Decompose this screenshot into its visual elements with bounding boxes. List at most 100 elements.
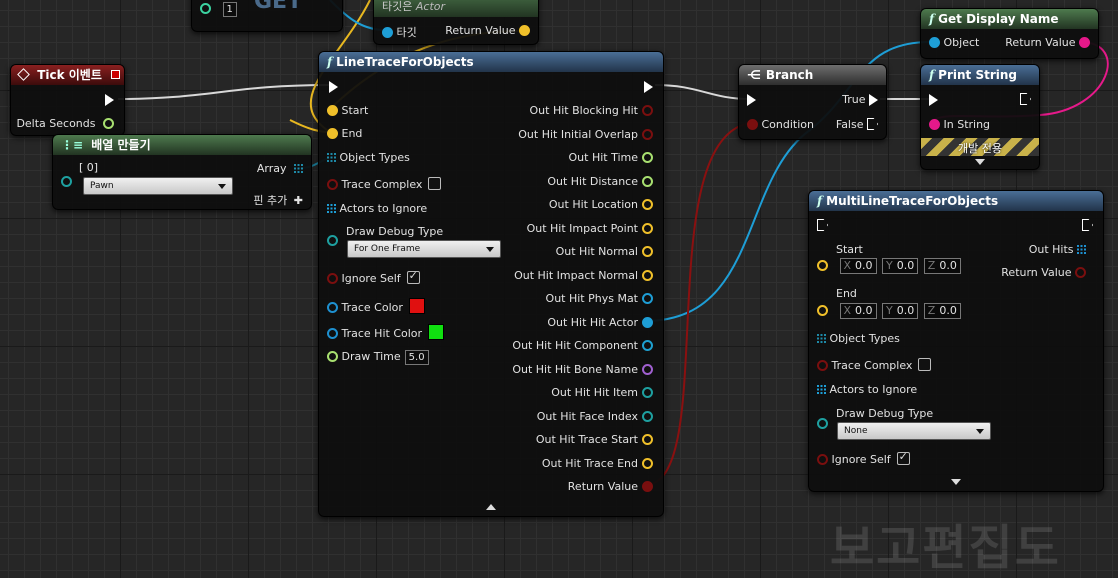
multi-draw-debug-dropdown[interactable]: None bbox=[837, 422, 991, 440]
in-string-label: In String bbox=[943, 118, 991, 131]
multi-end-pin[interactable] bbox=[817, 305, 828, 316]
array-get-node[interactable]: 1 GET bbox=[191, 0, 343, 32]
trace-hit-color-pin[interactable] bbox=[327, 328, 338, 339]
condition-pin[interactable] bbox=[747, 119, 758, 130]
trace-complex-checkbox[interactable] bbox=[428, 177, 442, 190]
array-element-pin[interactable] bbox=[61, 176, 72, 187]
output-pin[interactable] bbox=[642, 269, 653, 281]
multi-trace-complex-checkbox[interactable] bbox=[918, 358, 932, 371]
trace-color-swatch[interactable] bbox=[408, 298, 425, 314]
output-pin[interactable] bbox=[642, 128, 653, 140]
output-pin[interactable] bbox=[642, 434, 653, 445]
print-exec-out[interactable] bbox=[1020, 93, 1031, 105]
output-pin[interactable] bbox=[642, 410, 653, 422]
expand-arrow-icon[interactable] bbox=[951, 479, 961, 485]
output-pin[interactable] bbox=[642, 481, 653, 492]
ignore-self-pin[interactable] bbox=[327, 273, 338, 284]
branch-exec-in[interactable] bbox=[747, 94, 756, 106]
multi-exec-in[interactable] bbox=[817, 219, 828, 231]
multi-ignore-self-checkbox[interactable] bbox=[896, 450, 910, 465]
multi-ignore-self-label: Ignore Self bbox=[831, 453, 891, 466]
draw-debug-pin[interactable] bbox=[327, 235, 338, 246]
output-row: Out Hit Impact Point bbox=[527, 222, 653, 235]
start-pin[interactable] bbox=[327, 105, 338, 116]
multi-return-pin[interactable] bbox=[1075, 267, 1086, 278]
add-pin-button[interactable]: 핀 추가 ✚ bbox=[253, 194, 303, 207]
output-pin[interactable] bbox=[642, 363, 653, 375]
object-pin[interactable] bbox=[929, 37, 940, 48]
draw-debug-dropdown[interactable]: For One Frame bbox=[347, 240, 501, 258]
in-string-pin[interactable] bbox=[929, 119, 940, 130]
trace-complex-pin[interactable] bbox=[327, 179, 338, 190]
tick-exec-out[interactable] bbox=[105, 94, 114, 106]
multi-start-label: Start bbox=[836, 243, 863, 256]
trace-color-pin[interactable] bbox=[327, 302, 338, 313]
ignore-self-checkbox[interactable] bbox=[406, 269, 420, 284]
output-pin[interactable] bbox=[642, 457, 653, 469]
end-pin[interactable] bbox=[327, 128, 338, 139]
draw-time-pin[interactable] bbox=[327, 351, 338, 362]
cast-return-pin[interactable] bbox=[519, 25, 530, 36]
make-array-node[interactable]: ⋮≡ 배열 만들기 [ 0] Pawn Array 핀 추가 ✚ bbox=[52, 134, 312, 210]
exec-out-pin[interactable] bbox=[644, 81, 653, 93]
array-output-pin[interactable] bbox=[294, 164, 303, 173]
output-pin[interactable] bbox=[642, 316, 653, 328]
get-display-name-title: Get Display Name bbox=[938, 12, 1059, 26]
output-row: Return Value bbox=[568, 480, 653, 493]
out-hits-pin[interactable] bbox=[1077, 245, 1086, 254]
trace-hit-color-swatch[interactable] bbox=[428, 324, 445, 340]
false-exec-pin[interactable] bbox=[867, 118, 878, 130]
branch-node[interactable]: ⋲Branch Condition True False bbox=[738, 64, 887, 140]
output-pin[interactable] bbox=[642, 246, 653, 257]
object-type-dropdown[interactable]: Pawn bbox=[83, 177, 233, 195]
multi-trace-complex-pin[interactable] bbox=[817, 360, 828, 371]
output-pin[interactable] bbox=[642, 293, 653, 304]
output-pin[interactable] bbox=[642, 152, 653, 163]
index-pin[interactable] bbox=[200, 3, 211, 14]
display-name-return-pin[interactable] bbox=[1079, 37, 1090, 48]
expand-arrow-icon[interactable] bbox=[975, 159, 985, 165]
tick-event-node[interactable]: Tick 이벤트 Delta Seconds bbox=[10, 64, 125, 136]
multi-draw-debug-pin[interactable] bbox=[817, 418, 828, 429]
output-row: Out Hit Blocking Hit bbox=[530, 104, 653, 117]
object-types-pin[interactable] bbox=[327, 153, 336, 162]
cast-node[interactable]: 타깃은 Actor 타깃 Return Value bbox=[373, 0, 539, 45]
event-delegate-icon bbox=[111, 70, 120, 79]
output-pin[interactable] bbox=[642, 199, 653, 210]
index-field[interactable]: 1 bbox=[222, 2, 237, 17]
exec-in-pin[interactable] bbox=[329, 81, 338, 93]
collapse-arrow-icon[interactable] bbox=[486, 504, 496, 510]
target-pin[interactable] bbox=[382, 27, 393, 38]
multi-exec-out[interactable] bbox=[1082, 219, 1093, 231]
output-pin[interactable] bbox=[642, 387, 653, 398]
output-label: Out Hit Hit Component bbox=[512, 339, 638, 352]
actors-ignore-pin[interactable] bbox=[327, 204, 336, 213]
multi-actors-ignore-pin[interactable] bbox=[817, 385, 826, 394]
multi-start-pin[interactable] bbox=[817, 260, 828, 271]
output-label: Out Hit Phys Mat bbox=[545, 292, 638, 305]
make-array-icon: ⋮≡ bbox=[61, 138, 84, 152]
print-exec-in[interactable] bbox=[929, 94, 938, 106]
multi-object-types-pin[interactable] bbox=[817, 334, 826, 343]
output-pin[interactable] bbox=[642, 175, 653, 187]
false-label: False bbox=[835, 118, 864, 131]
output-pin[interactable] bbox=[642, 105, 653, 116]
draw-time-field[interactable]: 5.0 bbox=[404, 350, 429, 365]
multi-ignore-self-pin[interactable] bbox=[817, 454, 828, 465]
display-name-return-label: Return Value bbox=[1005, 36, 1076, 49]
true-exec-pin[interactable] bbox=[869, 94, 878, 106]
output-pin[interactable] bbox=[642, 340, 653, 351]
delta-seconds-pin[interactable] bbox=[103, 118, 114, 129]
output-row: Out Hit Distance bbox=[547, 175, 653, 188]
output-pin[interactable] bbox=[642, 222, 653, 234]
